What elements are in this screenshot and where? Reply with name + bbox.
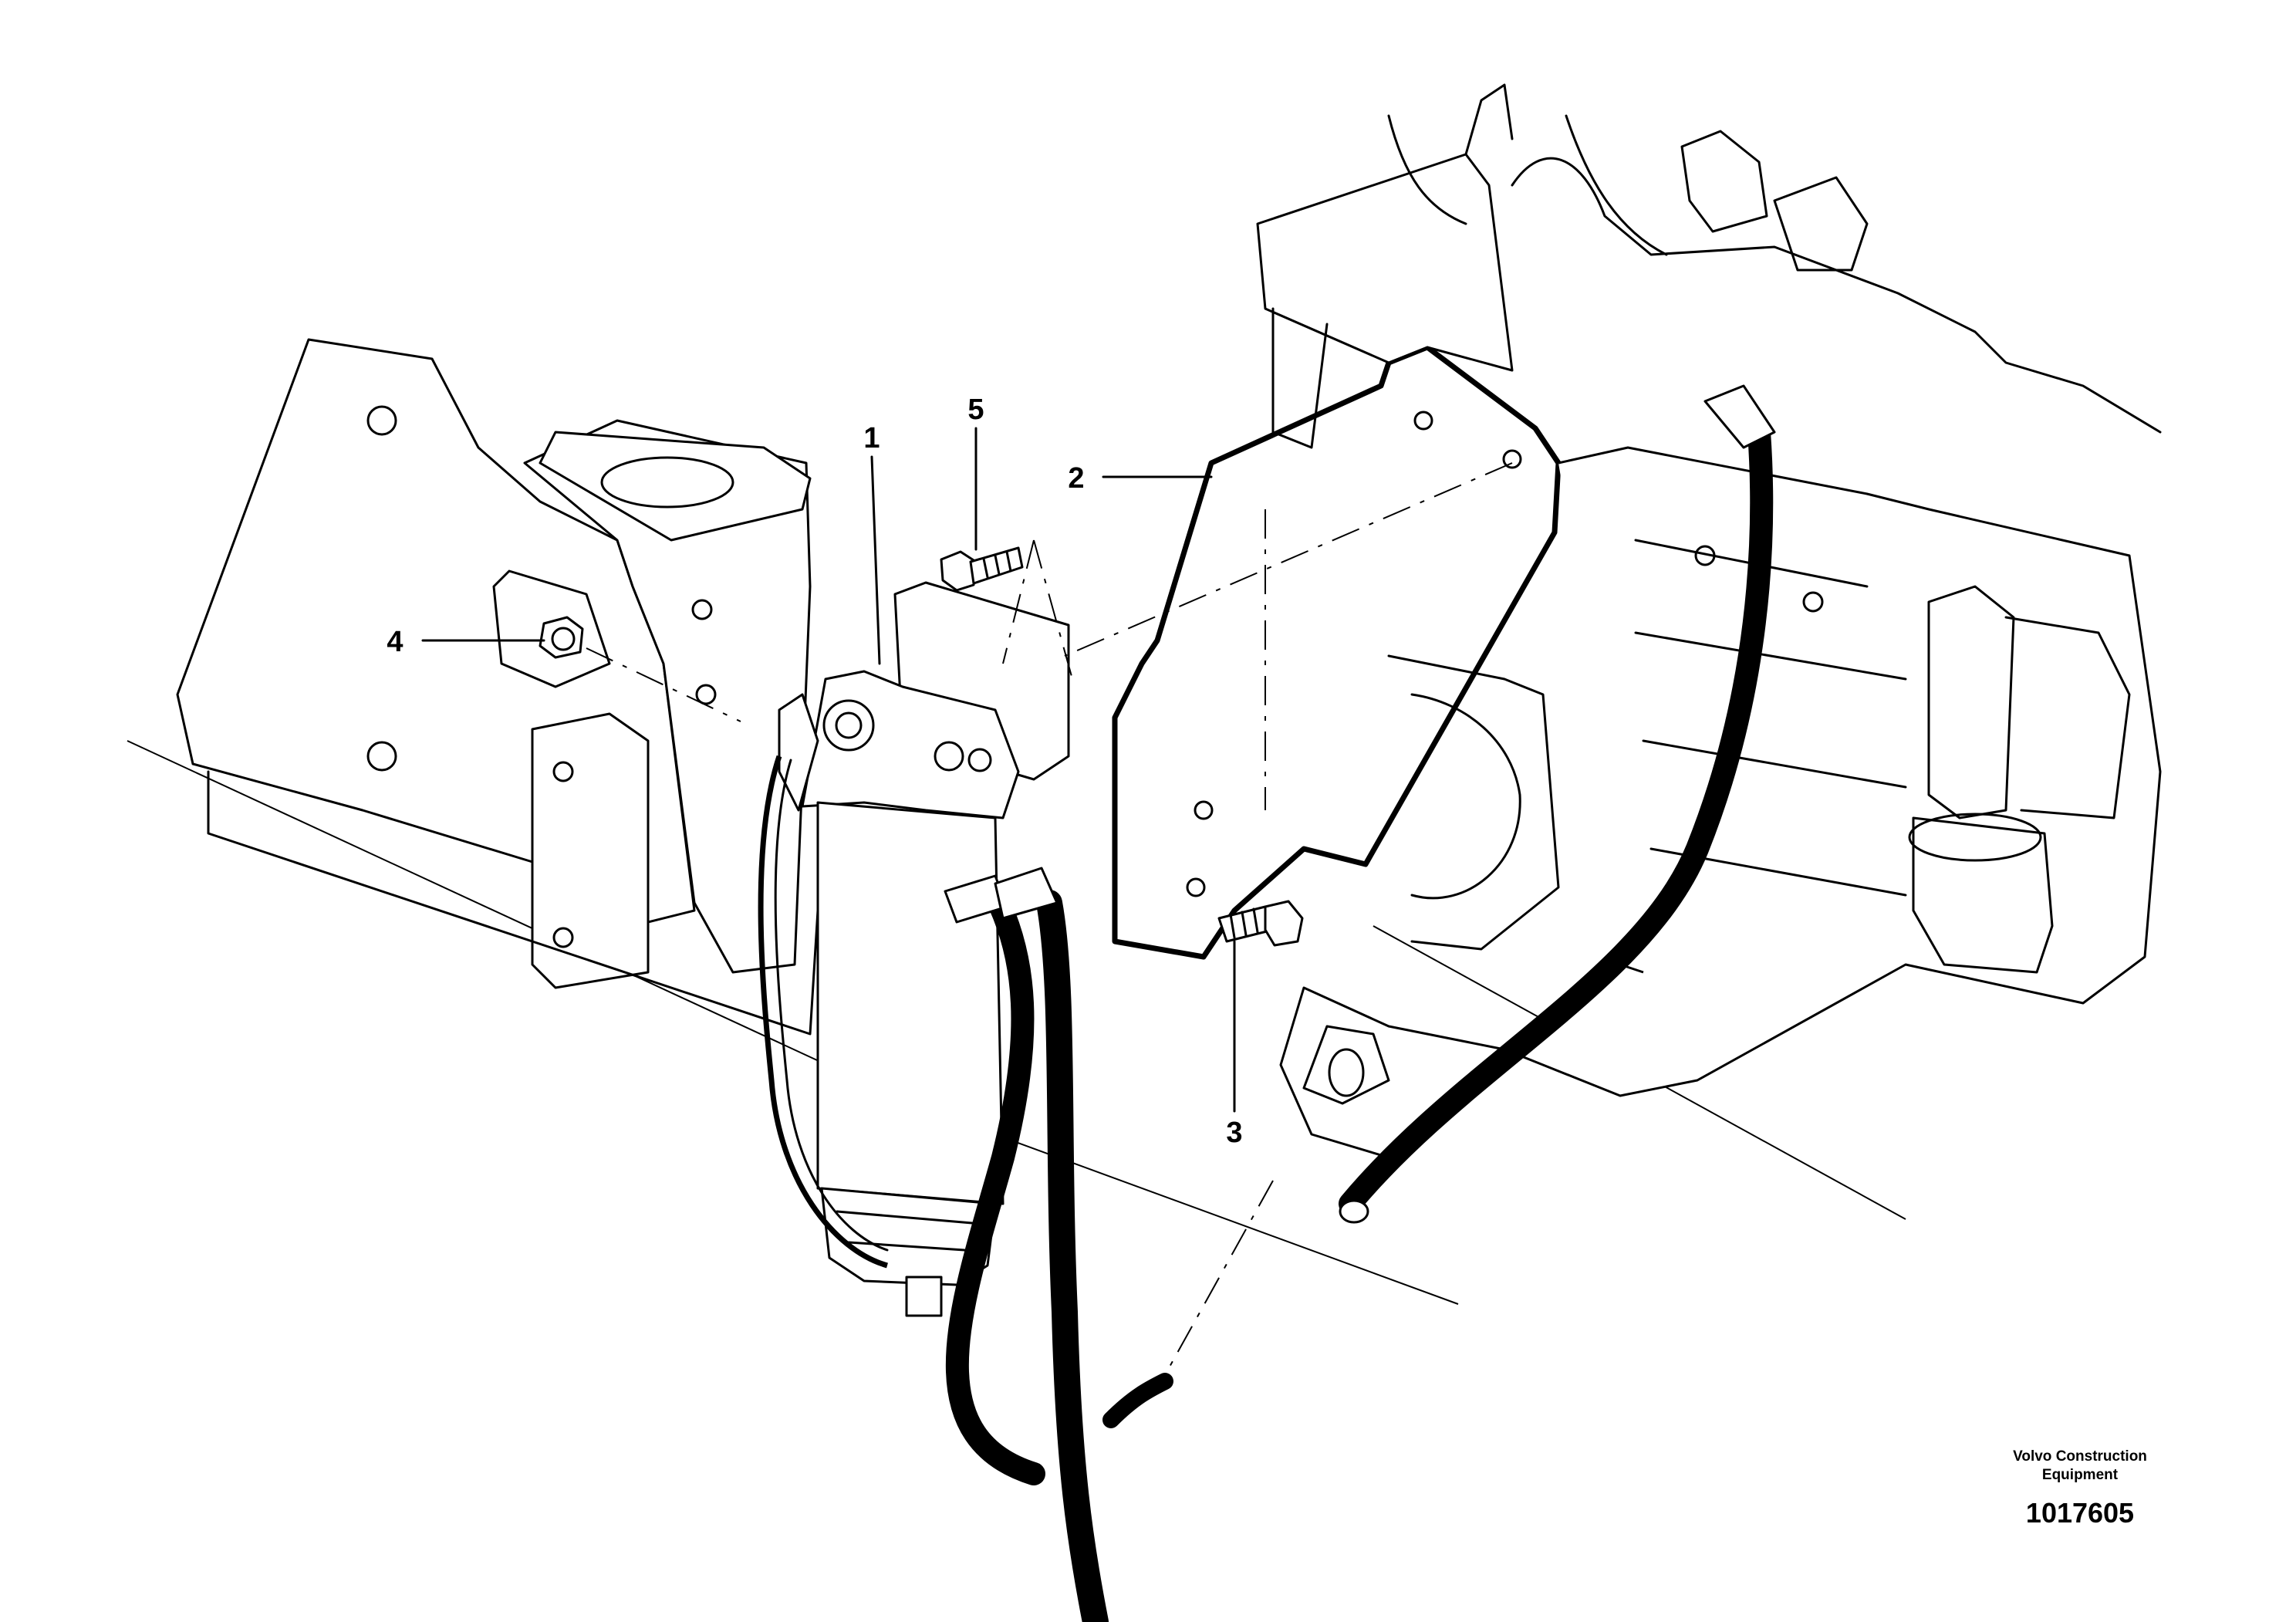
callout-labels: 1 2 3 4 5 bbox=[387, 394, 1242, 1149]
part-3-bolt bbox=[1217, 900, 1304, 947]
publisher-caption: Volvo Construction Equipment 1017605 bbox=[1995, 1448, 2165, 1529]
publisher-name: Volvo Construction Equipment bbox=[2013, 1448, 2147, 1483]
callout-3: 3 bbox=[1226, 1117, 1242, 1149]
part-4-nut bbox=[539, 616, 741, 722]
callout-4: 4 bbox=[387, 626, 403, 658]
callout-leaders bbox=[421, 427, 1236, 1113]
callout-5: 5 bbox=[967, 394, 984, 426]
engine-block bbox=[1256, 83, 2162, 1224]
filter-hoses bbox=[944, 867, 1274, 1622]
callout-2: 2 bbox=[1068, 462, 1084, 495]
left-mounting-bracket bbox=[176, 338, 819, 1036]
part-5-bolt bbox=[940, 539, 1073, 680]
callout-1: 1 bbox=[863, 422, 880, 454]
document-number: 1017605 bbox=[2025, 1497, 2135, 1529]
